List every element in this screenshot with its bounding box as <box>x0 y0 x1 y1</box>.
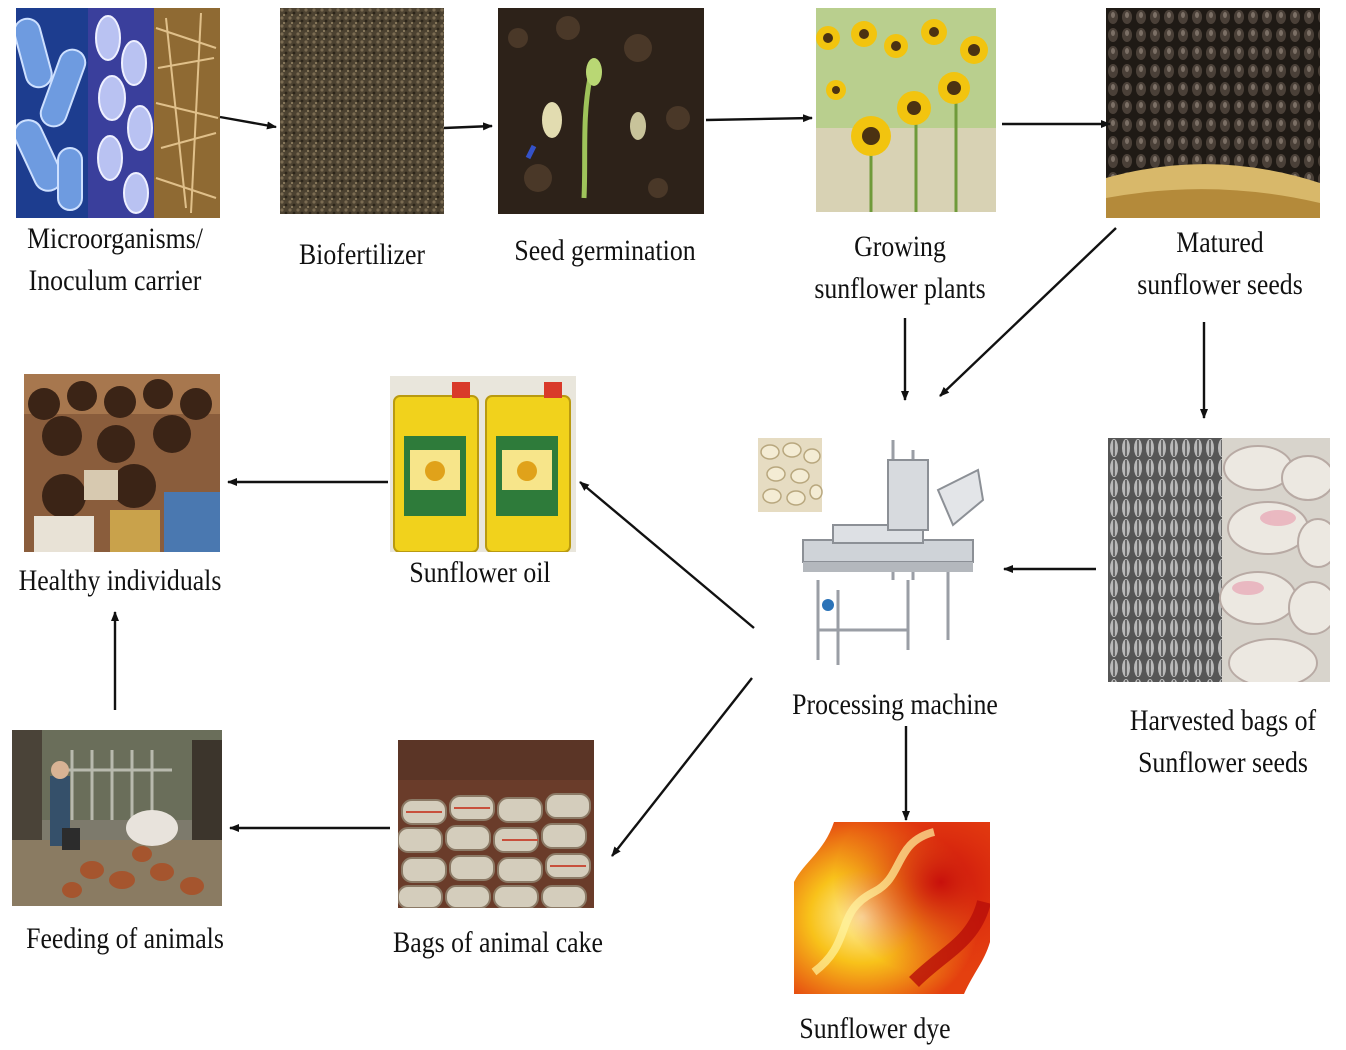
arrow-microorganisms-to-biofertilizer <box>220 117 276 127</box>
arrow-biofertilizer-to-seed-germination <box>444 126 492 128</box>
arrow-processing-machine-to-sunflower-oil <box>580 482 754 628</box>
arrow-processing-machine-to-animal-cake <box>612 678 752 856</box>
arrow-seed-germination-to-growing-plants <box>706 118 812 120</box>
arrow-matured-seeds-to-processing-machine <box>940 228 1116 396</box>
